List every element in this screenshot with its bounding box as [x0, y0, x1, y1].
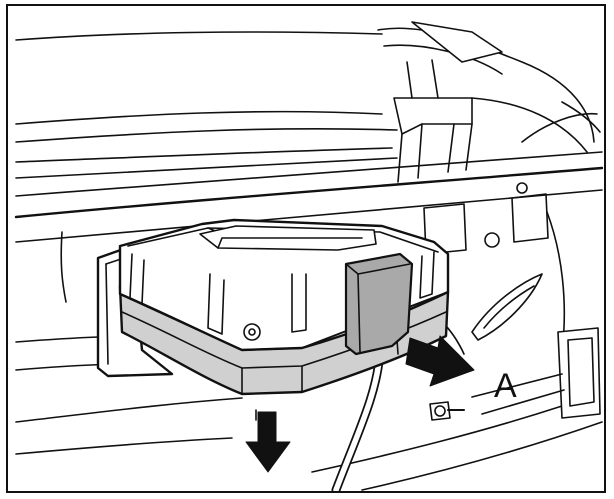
- panel-cutouts: [423, 182, 601, 419]
- bolt-icon: [429, 401, 465, 421]
- release-tab: [344, 252, 414, 356]
- illustration-frame: A: [6, 4, 606, 493]
- upper-bracket: [377, 21, 601, 183]
- down-arrow-icon: [245, 409, 291, 473]
- technical-illustration: [14, 21, 604, 491]
- push-arrow-icon: [405, 335, 475, 387]
- callout-label-a: A: [494, 367, 517, 405]
- dashboard-lines: [14, 31, 604, 491]
